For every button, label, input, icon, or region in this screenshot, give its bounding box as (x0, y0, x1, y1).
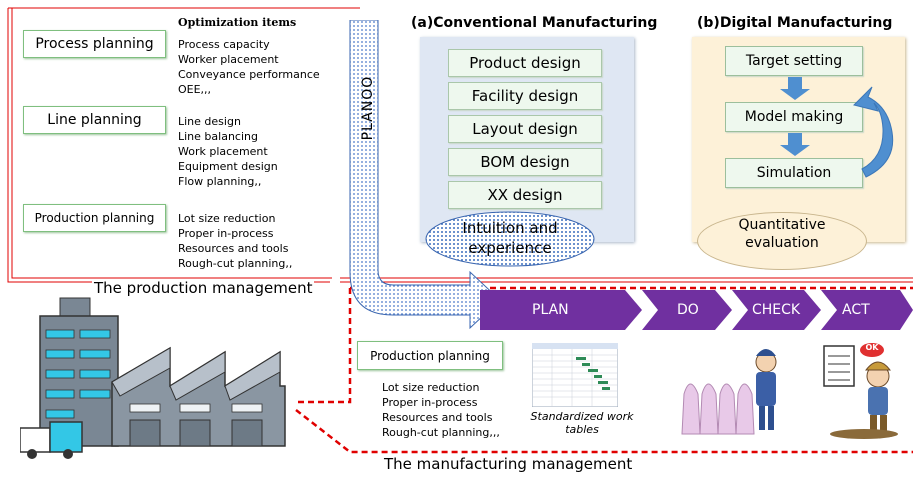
model-making-box: Model making (725, 102, 863, 132)
simulation-box: Simulation (725, 158, 863, 188)
line-planning-label: Line planning (23, 106, 166, 134)
facility-design-box: Facility design (448, 82, 602, 110)
list-item: Worker placement (178, 53, 279, 66)
digital-title: (b)Digital Manufacturing (697, 15, 893, 31)
list-item: Resources and tools (382, 411, 493, 424)
plan-arrow (480, 290, 642, 330)
act-arrow (821, 290, 913, 330)
manufacturing-management-label: The manufacturing management (384, 455, 633, 473)
down-arrow-icon (780, 133, 810, 156)
product-design-box: Product design (448, 49, 602, 77)
list-item: Work placement (178, 145, 268, 158)
check-illustration (681, 349, 777, 435)
list-item: Process capacity (178, 38, 270, 51)
factory-illustration (20, 297, 286, 459)
intuition-label: Intuition and experience (462, 219, 558, 257)
production-planning-label: Production planning (23, 204, 166, 232)
do-arrow (642, 290, 732, 330)
act-label: ACT (842, 302, 870, 318)
bom-design-box: BOM design (448, 148, 602, 176)
plan-label: PLAN (532, 302, 569, 318)
list-item: OEE,,, (178, 83, 212, 96)
production-management-outline (7, 8, 330, 283)
manufacturing-management-outline (296, 288, 352, 404)
process-planning-items: Process capacity Worker placement Convey… (178, 37, 320, 97)
list-item: Equipment design (178, 160, 278, 173)
list-item: Lot size reduction (178, 212, 276, 225)
intuition-ellipse (425, 211, 595, 267)
do-label: DO (677, 302, 699, 318)
digital-arrows (780, 77, 894, 178)
list-item: Proper in-process (178, 227, 274, 240)
production-management-outline-inner (11, 8, 332, 279)
list-item: Lot size reduction (382, 381, 480, 394)
list-item: Line balancing (178, 130, 258, 143)
process-planning-label: Process planning (23, 30, 166, 58)
work-table-image (532, 343, 618, 407)
list-item: Resources and tools (178, 242, 289, 255)
list-item: Line design (178, 115, 241, 128)
ok-sign-text: OK (865, 343, 879, 352)
xx-design-box: XX design (448, 181, 602, 209)
list-item: Conveyance performance (178, 68, 320, 81)
loop-arrow-icon (853, 86, 894, 178)
list-item: Proper in-process (382, 396, 478, 409)
target-setting-box: Target setting (725, 46, 863, 76)
check-label: CHECK (752, 302, 801, 318)
act-illustration (823, 343, 898, 439)
down-arrow-icon (780, 77, 810, 100)
pdca-arrows (480, 290, 913, 330)
production-management-label: The production management (92, 279, 315, 297)
list-item: Rough-cut planning,,, (382, 426, 500, 439)
production-planning-items: Lot size reduction Proper in-process Res… (178, 211, 292, 271)
quantitative-label: Quantitative evaluation (738, 217, 826, 251)
planoo-label: PLANOO (360, 75, 376, 141)
optimization-title: Optimization items (178, 16, 297, 29)
check-arrow (732, 290, 821, 330)
line-planning-items: Line design Line balancing Work placemen… (178, 114, 278, 189)
work-tables-caption: Standardized work tables (530, 410, 634, 436)
bottom-production-planning-label: Production planning (357, 341, 503, 370)
conventional-title: (a)Conventional Manufacturing (411, 15, 658, 31)
layout-design-box: Layout design (448, 115, 602, 143)
list-item: Rough-cut planning,, (178, 257, 293, 270)
list-item: Flow planning,, (178, 175, 262, 188)
manufacturing-management-bottom (295, 409, 913, 454)
bottom-planning-items: Lot size reduction Proper in-process Res… (382, 380, 500, 440)
quantitative-ellipse (697, 212, 867, 270)
